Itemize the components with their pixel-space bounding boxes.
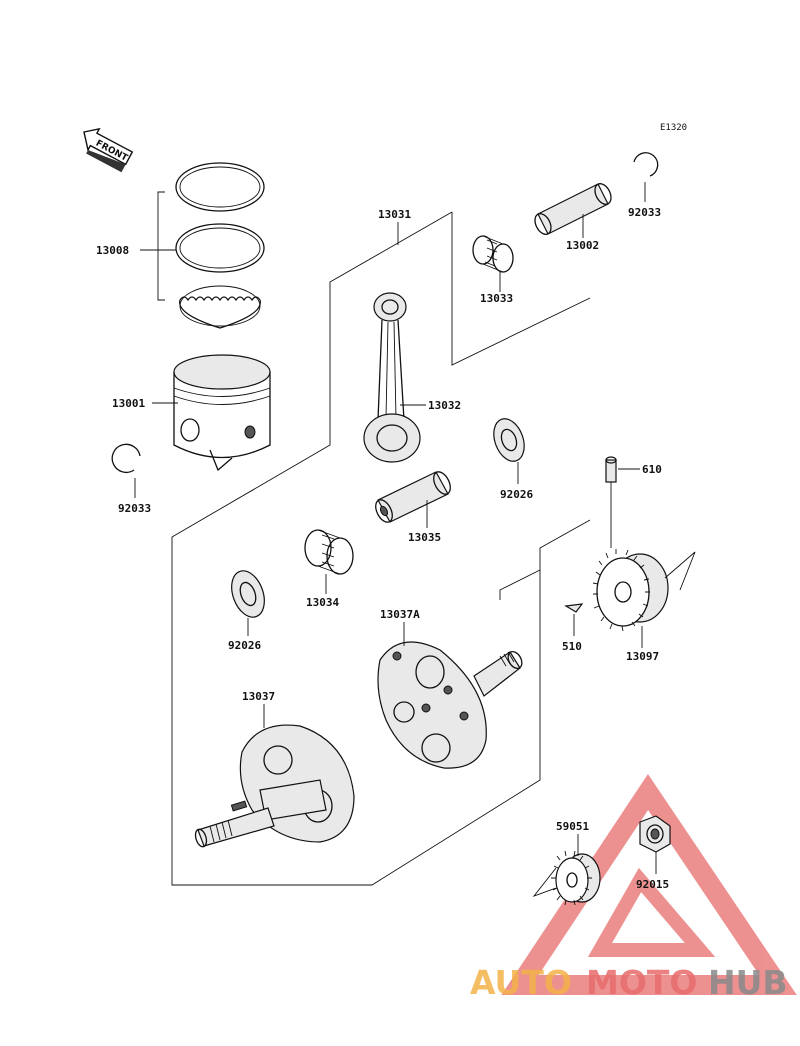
piston-pin [534, 183, 612, 235]
watermark-auto: AUTO [470, 963, 572, 1002]
label-13001: 13001 [112, 397, 145, 410]
primary-gear [592, 549, 696, 632]
connecting-rod [363, 292, 421, 463]
label-13037: 13037 [242, 690, 275, 703]
label-13035: 13035 [408, 531, 441, 544]
label-13032: 13032 [428, 399, 461, 412]
small-end-bearing [472, 235, 514, 273]
label-13034: 13034 [306, 596, 339, 609]
crankshaft-half-left [194, 724, 355, 848]
label-13033: 13033 [480, 292, 513, 305]
crankshaft-half-right [377, 641, 523, 769]
label-13037A: 13037A [380, 608, 420, 621]
diagram-code: E1320 [660, 123, 687, 133]
label-610: 610 [642, 463, 662, 476]
assembly-frame-inner [499, 569, 541, 600]
label-13097: 13097 [626, 650, 659, 663]
label-59051: 59051 [556, 820, 589, 833]
assembly-frame [171, 211, 591, 886]
label-13002: 13002 [566, 239, 599, 252]
assembly-frame-top [451, 212, 591, 366]
label-92015: 92015 [636, 878, 669, 891]
label-13031: 13031 [378, 208, 411, 221]
label-92026-right: 92026 [500, 488, 533, 501]
front-arrow-icon: FRONT [83, 127, 134, 173]
piston-pin-clip-right [633, 152, 659, 177]
watermark-hub: HUB [708, 963, 788, 1002]
label-510: 510 [562, 640, 582, 653]
thrust-washer-right [493, 418, 525, 462]
watermark-text: AUTO MOTO HUB [470, 963, 788, 1002]
dowel-pin [605, 456, 617, 483]
label-92033-left: 92033 [118, 502, 151, 515]
big-end-bearing [304, 529, 354, 575]
label-92026-left: 92026 [228, 639, 261, 652]
piston [173, 354, 271, 472]
crank-pin [375, 471, 451, 523]
watermark-moto: MOTO [586, 963, 697, 1002]
gear-nut [639, 815, 671, 853]
thrust-washer-left [231, 570, 265, 618]
label-13008: 13008 [96, 244, 129, 257]
label-92033-right: 92033 [628, 206, 661, 219]
woodruff-key [564, 603, 584, 613]
leader-13008 [157, 191, 165, 301]
balancer-drive-gear [532, 850, 601, 906]
piston-rings [175, 162, 265, 329]
piston-pin-clip-left [111, 443, 141, 474]
